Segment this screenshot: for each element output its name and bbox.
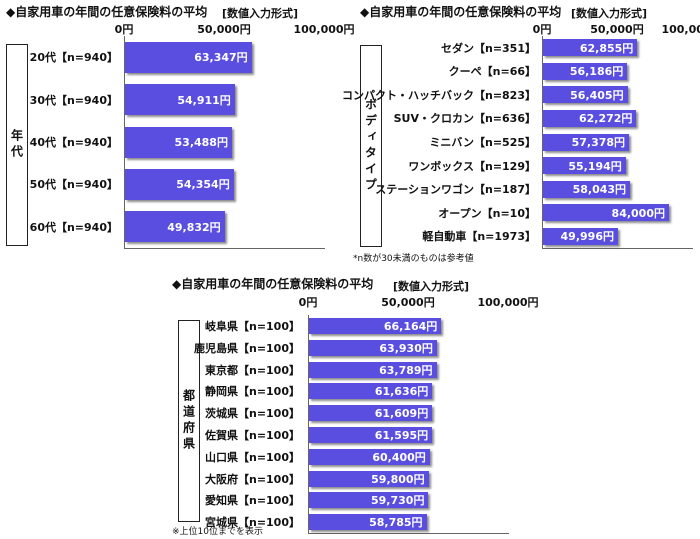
category-label: オープン【n=10】 <box>438 206 536 220</box>
bar: 58,785円 <box>309 514 427 531</box>
bar: 55,194円 <box>543 157 626 175</box>
bar-value-label: 66,164円 <box>383 319 438 333</box>
bar-value-label: 53,488円 <box>174 136 228 149</box>
group-label: 年代 <box>9 129 24 161</box>
bar-value-label: 62,272円 <box>578 112 633 126</box>
bar: 62,855円 <box>543 39 638 57</box>
bar: 63,789円 <box>309 361 437 378</box>
bar: 49,996円 <box>543 227 618 245</box>
category-label: 鹿児島県【n=100】 <box>193 341 300 355</box>
bar-value-label: 61,636円 <box>374 385 429 399</box>
x-tick-label: 0円 <box>532 23 552 36</box>
category-label: 宮城県【n=100】 <box>204 516 300 530</box>
category-label: 東京都【n=100】 <box>204 363 300 377</box>
plot-area <box>542 36 693 249</box>
bar: 54,354円 <box>125 168 234 200</box>
input-format-label: [数値入力形式] <box>571 7 648 20</box>
bar-value-label: 84,000円 <box>611 206 665 220</box>
plot-area <box>124 36 325 249</box>
bar-value-label: 62,855円 <box>579 41 634 55</box>
bar-value-label: 58,785円 <box>369 516 423 530</box>
category-label: ミニバン【n=525】 <box>429 136 536 149</box>
category-label: ワンボックス【n=129】 <box>408 159 536 173</box>
category-label: 茨城県【n=100】 <box>204 407 300 421</box>
x-tick-label: 100,000円 <box>661 23 700 36</box>
category-label: 20代【n=940】 <box>29 51 118 65</box>
bar-value-label: 61,609円 <box>374 407 429 421</box>
bar-value-label: 61,595円 <box>374 428 429 442</box>
x-tick-label: 50,000円 <box>197 23 251 36</box>
bar: 61,595円 <box>309 426 433 443</box>
bar-value-label: 63,347円 <box>194 51 248 65</box>
group-label-box: 都道府県 <box>178 320 200 522</box>
bar-value-label: 58,043円 <box>572 183 627 197</box>
category-label: 山口県【n=100】 <box>204 450 300 464</box>
group-label-box: ボディタイプ <box>360 45 382 247</box>
bar-value-label: 55,194円 <box>568 159 622 173</box>
category-label: コンパクト・ハッチバック【n=823】 <box>341 88 536 102</box>
group-label: ボディタイプ <box>363 98 378 194</box>
plot-area <box>308 315 509 534</box>
bar: 58,043円 <box>543 180 631 198</box>
footnote: *n数が30未満のものは参考値 <box>353 254 474 264</box>
bar-value-label: 60,400円 <box>372 450 426 464</box>
category-label: セダン【n=351】 <box>440 41 536 55</box>
bar-value-label: 56,405円 <box>570 88 624 102</box>
x-tick-label: 100,000円 <box>477 296 539 309</box>
bar-value-label: 57,378円 <box>571 136 626 149</box>
bar: 56,186円 <box>543 62 628 80</box>
bar: 60,400円 <box>309 448 430 465</box>
group-label-box: 年代 <box>6 44 28 246</box>
bar-value-label: 63,789円 <box>379 363 433 377</box>
bar: 84,000円 <box>543 204 669 222</box>
category-label: 軽自動車【n=1973】 <box>422 230 536 244</box>
category-label: 60代【n=940】 <box>29 220 118 234</box>
category-label: 50代【n=940】 <box>29 178 118 192</box>
bar: 63,347円 <box>125 41 252 73</box>
bar: 54,911円 <box>125 84 235 116</box>
footnote: ※上位10位までを表示 <box>172 527 263 537</box>
category-label: 30代【n=940】 <box>29 93 118 107</box>
input-format-label: [数値入力形式] <box>222 7 299 20</box>
category-label: 静岡県【n=100】 <box>204 385 300 399</box>
category-label: 40代【n=940】 <box>29 136 118 149</box>
category-label: 大阪府【n=100】 <box>204 472 300 486</box>
bar: 59,730円 <box>309 492 429 509</box>
category-label: クーペ【n=66】 <box>448 65 536 79</box>
category-label: 佐賀県【n=100】 <box>204 428 300 442</box>
chart-title: ◆自家用車の年間の任意保険料の平均 <box>6 5 208 19</box>
x-tick-label: 50,000円 <box>590 23 644 36</box>
chart-title: ◆自家用車の年間の任意保険料の平均 <box>172 277 374 291</box>
bar: 57,378円 <box>543 133 630 151</box>
x-tick-label: 0円 <box>298 296 318 309</box>
bar-value-label: 59,800円 <box>371 472 425 486</box>
category-label: ステーションワゴン【n=187】 <box>375 183 536 197</box>
bar-value-label: 49,996円 <box>560 230 614 244</box>
x-tick-label: 0円 <box>114 23 134 36</box>
bar: 59,800円 <box>309 470 429 487</box>
bar: 66,164円 <box>309 317 442 334</box>
category-label: 愛知県【n=100】 <box>204 494 300 508</box>
bar-value-label: 63,930円 <box>379 341 433 355</box>
chart-title: ◆自家用車の年間の任意保険料の平均 <box>360 5 562 19</box>
bar: 61,636円 <box>309 383 433 400</box>
bar-value-label: 56,186円 <box>569 65 624 79</box>
bar: 61,609円 <box>309 405 433 422</box>
category-label: 岐阜県【n=100】 <box>204 319 300 333</box>
bar: 53,488円 <box>125 126 232 158</box>
bar-value-label: 49,832円 <box>167 220 221 234</box>
bar: 63,930円 <box>309 339 437 356</box>
bar-value-label: 54,354円 <box>176 178 230 192</box>
bar-value-label: 59,730円 <box>371 494 425 508</box>
x-tick-label: 100,000円 <box>293 23 355 36</box>
bar: 62,272円 <box>543 109 637 127</box>
input-format-label: [数値入力形式] <box>393 280 470 293</box>
category-label: SUV・クロカン【n=636】 <box>393 112 536 126</box>
group-label: 都道府県 <box>181 389 196 453</box>
x-tick-label: 50,000円 <box>381 296 435 309</box>
bar-value-label: 54,911円 <box>177 93 231 107</box>
bar: 56,405円 <box>543 86 628 104</box>
bar: 49,832円 <box>125 211 225 243</box>
